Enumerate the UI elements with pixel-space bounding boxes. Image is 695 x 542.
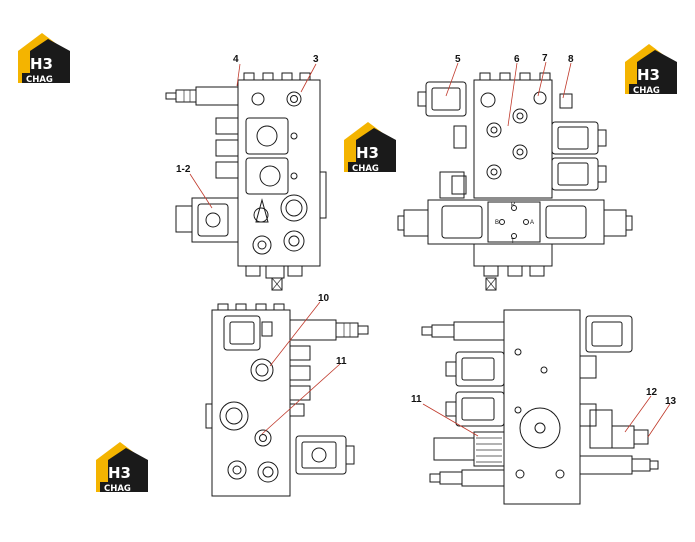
logo-bottom-left: H3 CHAG xyxy=(96,442,148,494)
logo-mark: H3 xyxy=(30,55,53,73)
view-top-left xyxy=(165,72,327,291)
view-bottom-left xyxy=(205,303,369,497)
port-b-label: B xyxy=(495,220,499,226)
callout-10: 10 xyxy=(318,293,330,304)
logo-mark: H3 xyxy=(356,144,379,162)
logo-top-right: H3 CHAG xyxy=(625,44,677,96)
port-a-label: A xyxy=(530,220,534,226)
logo-mark: H3 xyxy=(108,464,131,482)
logo-word: CHAG xyxy=(26,75,53,85)
logo-word: CHAG xyxy=(633,86,660,96)
logo-top-left: H3 CHAG xyxy=(18,33,70,85)
callouts: 4 3 1-2 5 6 7 8 10 11 11 12 13 xyxy=(176,53,677,407)
port-p-label: P xyxy=(511,202,515,208)
callout-8: 8 xyxy=(568,54,574,65)
view-bottom-right xyxy=(421,309,659,505)
leader-lines xyxy=(189,61,671,438)
callout-11-right: 11 xyxy=(411,394,422,405)
port-t-label: T xyxy=(511,239,515,245)
logo-mark: H3 xyxy=(637,66,660,84)
callout-4: 4 xyxy=(233,54,239,65)
callout-7: 7 xyxy=(542,53,548,64)
callout-13: 13 xyxy=(665,396,677,407)
view-top-right: P B A T xyxy=(397,72,633,291)
logo-center: H3 CHAG xyxy=(344,122,396,174)
callout-11-left: 11 xyxy=(336,356,347,367)
logo-word: CHAG xyxy=(352,164,379,174)
hatched-cartridge xyxy=(476,437,502,463)
callout-1-2: 1-2 xyxy=(176,164,191,175)
callout-5: 5 xyxy=(455,54,461,65)
logo-word: CHAG xyxy=(104,484,131,494)
callout-3: 3 xyxy=(313,54,319,65)
callout-6: 6 xyxy=(514,54,520,65)
callout-12: 12 xyxy=(646,387,658,398)
